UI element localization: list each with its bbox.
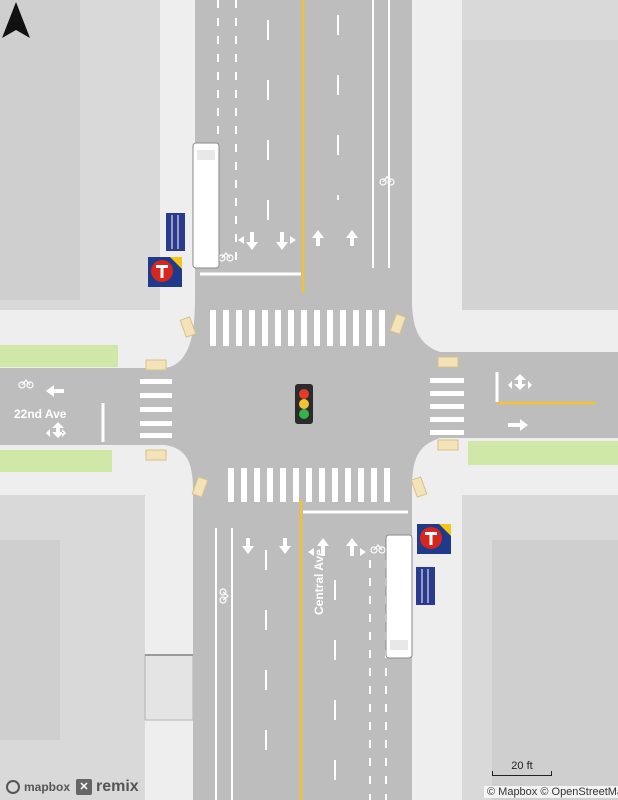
green-strip-east-south <box>468 441 618 465</box>
remix-logo-icon: ✕ <box>76 779 92 795</box>
building-ne-inner <box>462 40 618 310</box>
mapbox-logo-text: mapbox <box>24 780 71 794</box>
north-arrow-icon <box>2 2 30 38</box>
arrow-up-right-south-4 <box>346 538 366 556</box>
arrow-up-north-3 <box>312 230 324 246</box>
arrow-up-left-south-3 <box>308 538 329 556</box>
transit-stop-icon-north <box>148 257 182 287</box>
bike-symbol-west <box>18 379 34 389</box>
scale-bar-line <box>492 771 552 776</box>
mapbox-logo-icon <box>6 780 20 794</box>
building-nw-inner <box>0 0 80 300</box>
arrow-right-east <box>508 419 528 431</box>
shelter-south <box>416 567 435 605</box>
lane-arrows-north <box>238 230 358 250</box>
shelter-north <box>166 213 185 251</box>
arrow-down-south-1 <box>242 538 254 554</box>
green-strip-west-north <box>0 345 118 367</box>
arrow-down-right-north-2 <box>276 232 296 250</box>
bike-symbol-north <box>379 176 395 186</box>
lane-arrows-west <box>46 385 66 438</box>
crosswalk-north <box>210 310 385 346</box>
bus-north <box>192 142 220 269</box>
bike-symbol-north-2 <box>218 252 234 262</box>
street-label-central-ave: Central Ave <box>312 549 326 615</box>
bike-symbol-south <box>219 588 229 604</box>
lane-arrows-south <box>242 538 366 556</box>
scale-bar: 20 ft <box>492 760 552 776</box>
building-se-inner <box>492 540 618 800</box>
arrow-down-south-2 <box>279 538 291 554</box>
sw-structure <box>144 654 194 721</box>
bus-south <box>385 534 413 659</box>
street-label-22nd-ave: 22nd Ave <box>14 407 67 421</box>
crosswalk-south <box>228 468 390 502</box>
arrow-left-west <box>46 385 64 397</box>
arrow-multi-east <box>508 374 532 390</box>
scale-label: 20 ft <box>511 760 533 772</box>
building-sw-inner <box>0 540 60 740</box>
arrow-up-north-4 <box>346 230 358 246</box>
mapbox-logo[interactable]: mapbox <box>6 780 70 794</box>
arrow-left-down-north-1 <box>238 232 258 250</box>
remix-logo-text: remix <box>96 778 139 795</box>
curb-ramps <box>145 313 459 498</box>
lane-arrows-east <box>508 374 532 431</box>
crosswalk-east <box>430 378 464 435</box>
map-attribution[interactable]: © Mapbox © OpenStreetMap <box>484 786 618 798</box>
traffic-light-icon <box>295 384 313 424</box>
green-strip-west-south <box>0 450 112 472</box>
arrow-multi-west <box>46 422 66 438</box>
bike-symbol-south-2 <box>370 544 386 554</box>
remix-logo[interactable]: ✕ remix <box>76 778 139 796</box>
crosswalk-west <box>140 379 172 438</box>
transit-stop-icon-south <box>417 524 451 554</box>
